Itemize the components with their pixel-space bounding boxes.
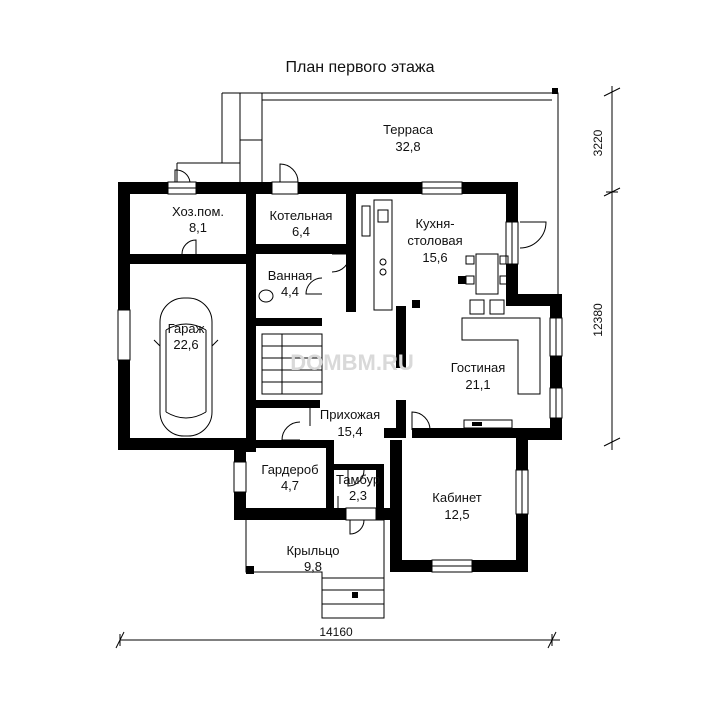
- garage-area: 22,6: [173, 337, 198, 352]
- dimension-width: 14160: [319, 625, 353, 639]
- hall-name: Прихожая: [320, 407, 380, 422]
- plan-title: План первого этажа: [286, 59, 435, 76]
- living-name: Гостиная: [451, 360, 506, 375]
- office-area: 12,5: [444, 507, 469, 522]
- terrace-area: 32,8: [395, 139, 420, 154]
- vestibule-area: 2,3: [349, 488, 367, 503]
- dimension-terrace-height: 3220: [591, 129, 605, 156]
- dimension-bottom: 14160: [115, 625, 560, 649]
- living-furniture: [461, 299, 541, 429]
- hall-area: 15,4: [337, 424, 362, 439]
- office-name: Кабинет: [432, 490, 481, 505]
- bathroom-fixtures: [258, 289, 274, 303]
- boiler-name: Котельная: [270, 208, 333, 223]
- car-symbol: [153, 297, 219, 437]
- porch: [245, 519, 385, 619]
- dimension-right: 3220 12380: [591, 86, 621, 450]
- boiler-area: 6,4: [292, 224, 310, 239]
- garage-name: Гараж: [168, 321, 205, 336]
- dimension-main-height: 12380: [591, 303, 605, 337]
- room-labels: Терраса 32,8 Хоз.пом. 8,1 Котельная 6,4 …: [168, 122, 506, 574]
- exterior-walls: [118, 182, 562, 572]
- wardrobe-area: 4,7: [281, 478, 299, 493]
- watermark: DOMBM.RU: [290, 350, 413, 375]
- bathroom-name: Ванная: [268, 268, 313, 283]
- storage-area: 8,1: [189, 220, 207, 235]
- kitchen-area: 15,6: [422, 250, 447, 265]
- terrace-name: Терраса: [383, 122, 434, 137]
- vestibule-name: Тамбур: [336, 472, 380, 487]
- windows: [117, 181, 563, 573]
- stairs: [261, 333, 323, 395]
- kitchen-name-line1: Кухня-: [415, 216, 454, 231]
- terrace-outline: [176, 88, 559, 300]
- wardrobe-name: Гардероб: [261, 462, 318, 477]
- interior-walls: [118, 182, 522, 512]
- kitchen-name-line2: столовая: [407, 233, 462, 248]
- living-area: 21,1: [465, 377, 490, 392]
- bathroom-area: 4,4: [281, 284, 299, 299]
- kitchen-fixtures: [361, 199, 509, 311]
- porch-area: 9,8: [304, 559, 322, 574]
- storage-name: Хоз.пом.: [172, 204, 224, 219]
- porch-name: Крыльцо: [286, 543, 339, 558]
- doors: [174, 163, 547, 535]
